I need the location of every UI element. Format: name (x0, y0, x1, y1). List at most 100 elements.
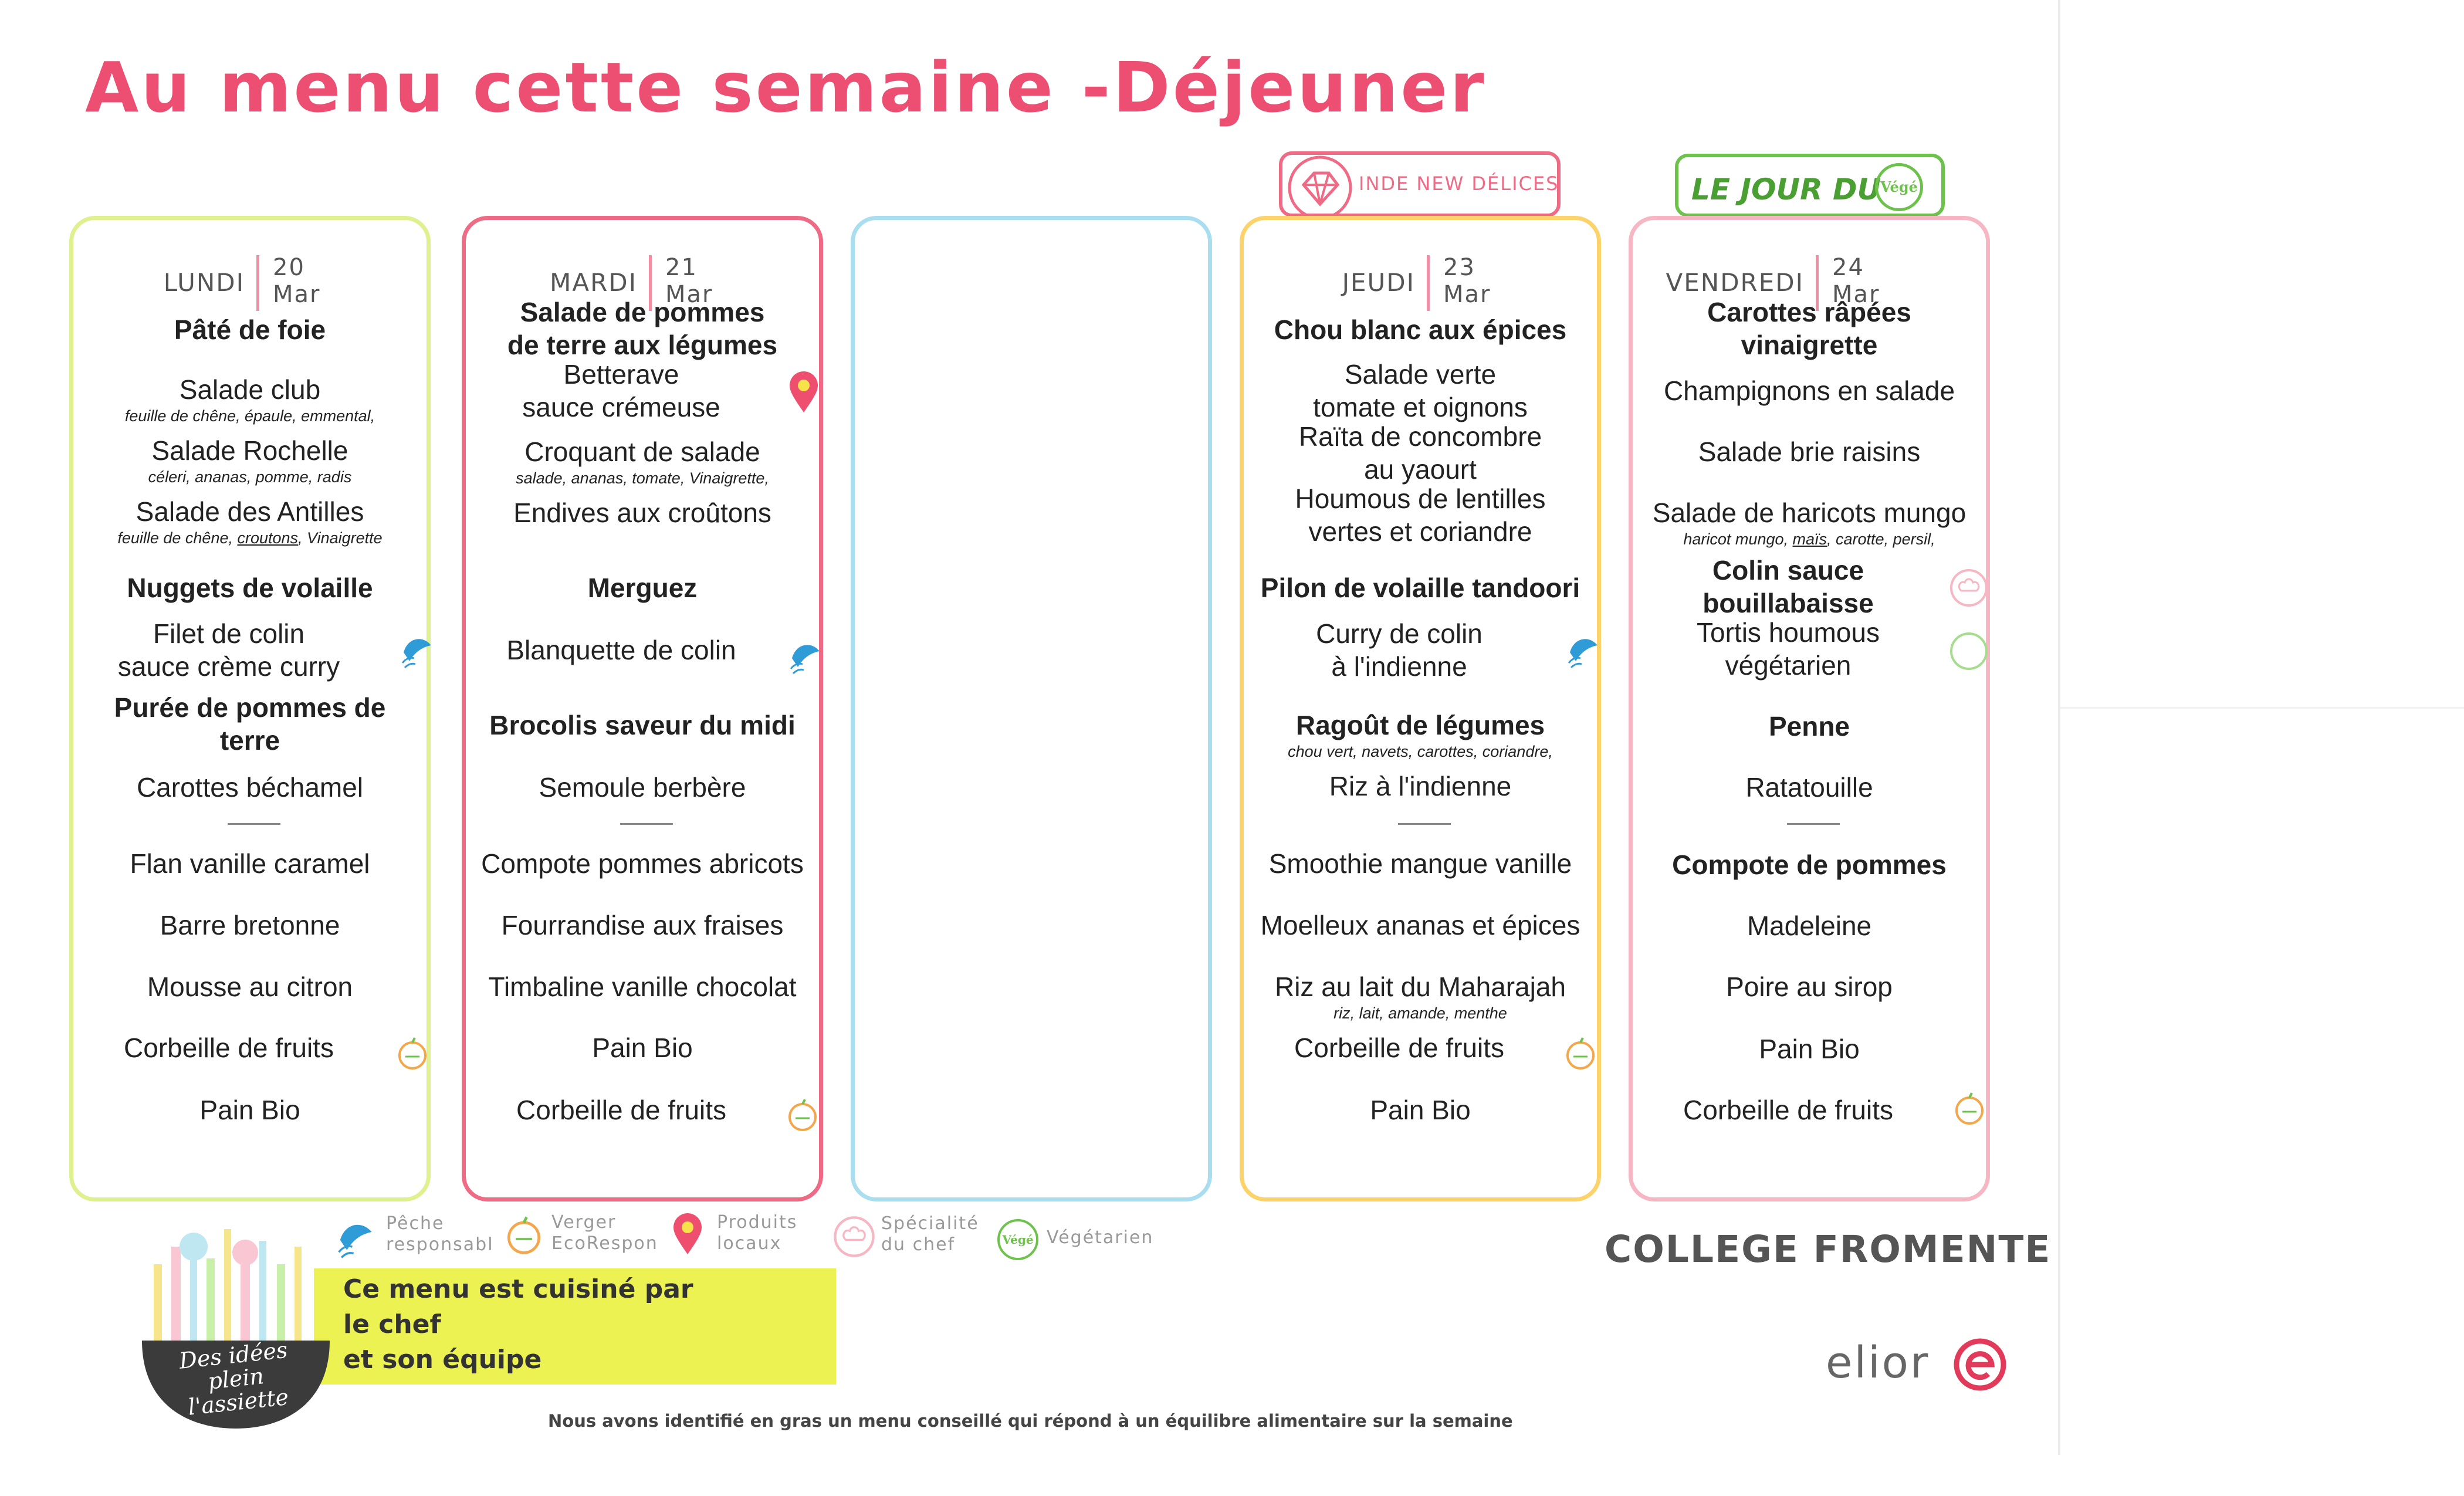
dessert-desc: riz, lait, amande, menthe (1333, 1004, 1507, 1022)
entree-alt: au yaourt (1364, 454, 1477, 485)
fish-icon (1568, 639, 1597, 669)
garniture-alt: Semoule berbère (539, 772, 746, 803)
dessert-item: Corbeille de fruits (1683, 1095, 1893, 1125)
page-title: Au menu cette semaine -Déjeuner (85, 47, 1487, 128)
day-separator (1427, 255, 1430, 311)
dessert-item: Pain Bio (592, 1033, 693, 1063)
section-divider (1787, 823, 1840, 825)
apple-icon (1955, 1092, 1984, 1125)
tag-inde-label: INDE NEW DÉLICES (1359, 172, 1559, 195)
entree-alt: Endives aux croûtons (513, 497, 771, 528)
entree-bold: Salade de pommes (520, 297, 765, 327)
right-divider-horizontal (2060, 707, 2464, 709)
garniture-bold: Purée de pommes de (114, 692, 386, 723)
fish-icon (790, 645, 820, 675)
entree-desc: feuille de chêne, épaule, emmental, (124, 407, 375, 425)
apple-icon (1566, 1037, 1595, 1069)
garniture-desc: chou vert, navets, carottes, coriandre, (1288, 743, 1553, 760)
dessert-item: Pain Bio (1370, 1095, 1471, 1125)
garniture-bold: Ragoût de légumes (1295, 710, 1545, 740)
day-separator (1816, 255, 1819, 311)
entree-alt: Salade brie raisins (1698, 436, 1921, 467)
plat-alt: Filet de colin (153, 618, 305, 649)
plat-alt: Blanquette de colin (506, 635, 736, 665)
plat-alt: à l'indienne (1331, 651, 1467, 682)
entree-desc: salade, ananas, tomate, Vinaigrette, (516, 469, 769, 487)
legend-pin-icon (673, 1213, 702, 1254)
dessert-item: Barre bretonne (160, 910, 340, 940)
garniture-alt: Ratatouille (1745, 772, 1873, 803)
day-separator (256, 255, 259, 311)
legend-vege-badge: Végé (1002, 1233, 1034, 1247)
dessert-bold: Compote de pommes (1672, 849, 1947, 880)
entree-alt: sauce crémeuse (522, 392, 720, 422)
garniture-alt: Carottes béchamel (136, 772, 364, 803)
location-pin-icon (790, 371, 818, 412)
day-name: LUNDI (163, 268, 245, 297)
dessert-item: Poire au sirop (1726, 972, 1893, 1002)
plat-bold: Nuggets de volaille (127, 573, 373, 603)
entree-alt: Champignons en salade (1663, 375, 1955, 406)
dessert-item: Corbeille de fruits (1294, 1033, 1504, 1063)
day-name: JEUDI (1342, 268, 1415, 297)
dessert-item: Pain Bio (1759, 1034, 1860, 1064)
tag-jour-du-label: LE JOUR DU (1691, 172, 1881, 207)
day-name: VENDREDI (1666, 268, 1804, 297)
entree-bold: Carottes râpées (1707, 297, 1911, 327)
entree-alt: Raïta de concombre (1298, 421, 1542, 452)
garniture-bold: Penne (1768, 711, 1850, 742)
legend-chef-hat-icon (834, 1216, 875, 1257)
dessert-item: Corbeille de fruits (516, 1095, 726, 1125)
entree-desc: céleri, ananas, pomme, radis (148, 468, 352, 486)
garniture-bold: Brocolis saveur du midi (489, 710, 796, 740)
dessert-item: Pain Bio (199, 1095, 300, 1125)
entree-bold: Chou blanc aux épices (1274, 314, 1567, 345)
entree-alt: Salade verte (1344, 359, 1497, 390)
tag-jour-du-vege: LE JOUR DU Végé (1675, 154, 1945, 217)
apple-icon (398, 1037, 427, 1069)
entree-alt: tomate et oignons (1313, 392, 1528, 422)
entree-bold: Pâté de foie (174, 314, 326, 345)
plat-bold: bouillabaisse (1703, 588, 1874, 618)
section-divider (1398, 823, 1451, 825)
plat-alt: végétarien (1725, 650, 1852, 681)
plat-bold: Merguez (587, 573, 698, 603)
dessert-item: Madeleine (1747, 911, 1872, 941)
dessert-item: Flan vanille caramel (130, 848, 370, 879)
entree-alt: Salade de haricots mungo (1652, 497, 1967, 528)
legend-apple-icon (507, 1216, 540, 1254)
plat-alt: Curry de colin (1316, 618, 1483, 649)
vege-badge-label: Végé (1880, 178, 1918, 195)
plat-bold: Colin sauce (1712, 555, 1864, 585)
right-divider (2058, 0, 2060, 1455)
entree-desc: haricot mungo, maïs, carotte, persil, (1683, 530, 1935, 548)
entree-alt: Betterave (563, 359, 679, 390)
entree-alt: vertes et coriandre (1308, 516, 1532, 547)
vege-badge-icon: Végé (1875, 163, 1923, 211)
day-name: MARDI (550, 268, 637, 297)
entree-bold: de terre aux légumes (507, 330, 778, 360)
legend-fish-icon (338, 1224, 372, 1258)
day-separator (649, 255, 652, 311)
dessert-item: Fourrandise aux fraises (501, 910, 784, 940)
apple-icon (788, 1099, 817, 1131)
tag-inde-new-delices: INDE NEW DÉLICES (1279, 151, 1561, 220)
day-card-empty (851, 216, 1212, 1201)
dessert-item: Riz au lait du Maharajah (1274, 972, 1566, 1002)
entree-alt: Salade des Antilles (136, 496, 364, 527)
des-idees-logo (142, 1229, 330, 1429)
